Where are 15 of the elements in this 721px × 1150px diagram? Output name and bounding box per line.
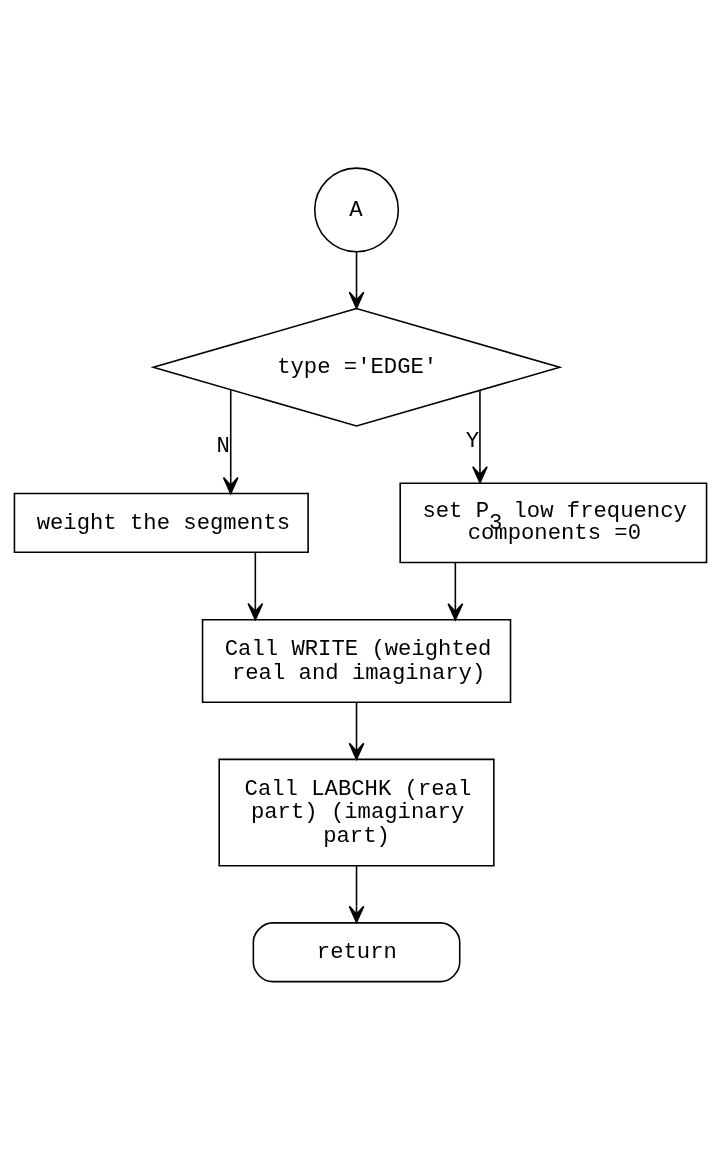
arrow bbox=[348, 701, 365, 761]
arrow bbox=[348, 865, 365, 924]
arrow bbox=[447, 562, 464, 621]
arrow bbox=[472, 390, 488, 484]
node-box: return bbox=[252, 922, 461, 983]
node-circle: A bbox=[313, 167, 400, 253]
edge-label: N bbox=[216, 433, 230, 459]
edge-label: Y bbox=[465, 428, 480, 454]
node-box: weight the segments bbox=[13, 492, 309, 554]
node-box: Call WRITE (weighted real and imaginary) bbox=[201, 618, 512, 704]
arrow bbox=[247, 552, 264, 621]
node-diamond: type ='EDGE' bbox=[150, 307, 563, 427]
node-box: Call LABCHK (real part) (imaginary part) bbox=[218, 758, 495, 867]
arrow bbox=[348, 250, 365, 309]
arrow bbox=[222, 389, 239, 495]
